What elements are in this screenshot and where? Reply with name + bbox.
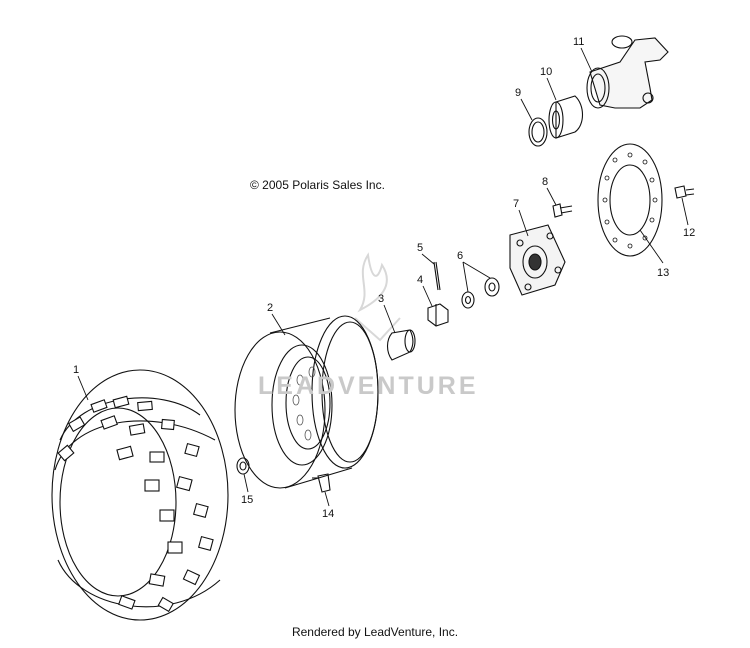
callout-leaders — [77, 47, 689, 507]
callout-8: 8 — [542, 176, 548, 188]
part-wheel-rim[interactable] — [234, 315, 379, 489]
part-washers[interactable] — [461, 277, 500, 309]
callout-3: 3 — [378, 293, 384, 305]
callout-2: 2 — [267, 302, 273, 314]
part-brake-disc[interactable] — [597, 143, 663, 257]
part-lug-nut[interactable] — [236, 457, 250, 475]
callout-12: 12 — [683, 227, 695, 239]
callout-4: 4 — [417, 274, 423, 286]
part-bearing[interactable] — [548, 95, 584, 139]
part-wheel-hub[interactable] — [509, 224, 566, 296]
callout-14: 14 — [322, 508, 334, 520]
part-valve-stem[interactable] — [312, 473, 331, 493]
callout-15: 15 — [241, 494, 253, 506]
callout-11: 11 — [573, 36, 584, 48]
render-credit: Rendered by LeadVenture, Inc. — [291, 625, 459, 639]
callout-6: 6 — [457, 250, 463, 262]
part-disc-bolt[interactable] — [674, 185, 695, 199]
watermark-text: LEADVENTURE — [258, 372, 479, 400]
part-castle-nut[interactable] — [427, 303, 449, 327]
part-snap-ring[interactable] — [528, 117, 548, 147]
copyright-notice: © 2005 Polaris Sales Inc. — [250, 178, 385, 192]
callout-1: 1 — [73, 364, 79, 376]
callout-10: 10 — [540, 66, 552, 78]
part-hub-bolt[interactable] — [552, 203, 573, 218]
part-bearing-carrier[interactable] — [586, 35, 669, 109]
part-hub-cap[interactable] — [386, 329, 416, 361]
part-tire[interactable] — [51, 369, 229, 621]
callout-13: 13 — [657, 267, 669, 279]
watermark-flame-icon — [354, 252, 401, 342]
callout-5: 5 — [417, 242, 423, 254]
callout-9: 9 — [515, 87, 521, 99]
callout-7: 7 — [513, 198, 519, 210]
part-cotter-pin[interactable] — [433, 261, 441, 291]
callout-labels: 1 2 3 4 5 6 7 8 9 10 11 12 13 14 15 — [73, 36, 695, 520]
